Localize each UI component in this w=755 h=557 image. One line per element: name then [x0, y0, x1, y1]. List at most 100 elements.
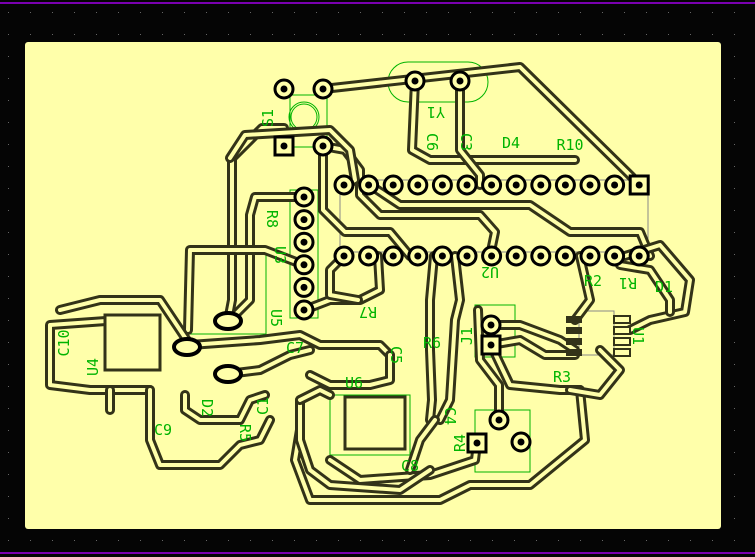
grid-dot — [118, 34, 119, 35]
grid-dot — [184, 34, 185, 35]
drill-hole — [411, 77, 419, 85]
grid-dot — [206, 12, 207, 13]
drill-hole — [365, 252, 373, 260]
grid-dot — [294, 12, 295, 13]
grid-dot — [734, 34, 735, 35]
grid-dot — [668, 540, 669, 541]
grid-dot — [536, 12, 537, 13]
grid-dot — [382, 12, 383, 13]
trace-clearance — [183, 393, 267, 422]
drill-hole — [438, 252, 446, 260]
drill-hole — [487, 321, 495, 329]
grid-dot — [52, 34, 53, 35]
drill-hole — [389, 181, 397, 189]
u5-oval-pad — [213, 311, 243, 331]
grid-dot — [8, 298, 9, 299]
drill-hole — [512, 181, 520, 189]
grid-dot — [404, 540, 405, 541]
grid-dot — [734, 12, 735, 13]
grid-dot — [448, 34, 449, 35]
grid-dot — [492, 34, 493, 35]
grid-dot — [426, 12, 427, 13]
copper-traces — [45, 62, 695, 505]
grid-dot — [8, 320, 9, 321]
grid-dot — [602, 12, 603, 13]
grid-dot — [228, 34, 229, 35]
grid-dot — [734, 56, 735, 57]
grid-dot — [250, 540, 251, 541]
grid-dot — [8, 100, 9, 101]
grid-dot — [734, 254, 735, 255]
grid-dot — [558, 540, 559, 541]
grid-dot — [624, 34, 625, 35]
grid-dot — [8, 430, 9, 431]
component-label-s1: S1 — [259, 109, 277, 127]
component-label-r7: R7 — [359, 303, 377, 321]
grid-dot — [30, 540, 31, 541]
trace-clearance — [148, 388, 272, 467]
component-label-d2: D2 — [198, 399, 216, 417]
grid-dot — [96, 12, 97, 13]
drill-hole — [300, 306, 308, 314]
grid-dot — [338, 540, 339, 541]
grid-dot — [8, 232, 9, 233]
grid-dot — [8, 408, 9, 409]
component-label-r5: R5 — [236, 424, 254, 442]
component-label-u1: U1 — [629, 327, 647, 345]
grid-dot — [74, 34, 75, 35]
trace-clearance — [321, 65, 642, 187]
grid-dot — [734, 474, 735, 475]
trace-clearance — [428, 254, 436, 422]
drill-hole — [340, 252, 348, 260]
grid-dot — [250, 34, 251, 35]
trace-clearance — [186, 248, 306, 332]
grid-dot — [118, 12, 119, 13]
grid-dot — [558, 12, 559, 13]
grid-dot — [8, 210, 9, 211]
grid-dot — [734, 188, 735, 189]
drill-hole — [611, 252, 619, 260]
grid-dot — [360, 34, 361, 35]
grid-dot — [294, 34, 295, 35]
component-label-j1: J1 — [458, 327, 476, 345]
grid-dot — [316, 12, 317, 13]
pcb-board[interactable] — [25, 42, 721, 529]
drill-hole — [488, 252, 496, 260]
trace-clearance — [573, 254, 592, 322]
drill-hole — [586, 252, 594, 260]
u4-tab-pad — [103, 313, 162, 372]
trace-clearance — [410, 79, 577, 162]
drill-hole — [319, 85, 327, 93]
drill-hole — [611, 181, 619, 189]
drill-hole — [487, 341, 495, 349]
pads — [172, 70, 650, 454]
trace-clearance — [438, 254, 462, 422]
grid-dot — [734, 320, 735, 321]
grid-dot — [734, 518, 735, 519]
component-label-u5: U5 — [267, 309, 285, 327]
grid-dot — [184, 12, 185, 13]
grid-dot — [734, 166, 735, 167]
u5-oval-pad — [213, 364, 243, 384]
trace-clearance — [293, 388, 587, 502]
component-label-c1: C1 — [254, 397, 272, 415]
grid-dot — [734, 122, 735, 123]
trace-clearance — [623, 243, 692, 332]
grid-dot — [360, 12, 361, 13]
grid-dot — [206, 34, 207, 35]
grid-dot — [8, 540, 9, 541]
grid-dot — [8, 12, 9, 13]
component-label-u4: U4 — [84, 358, 102, 376]
u1-smd-pad — [566, 316, 582, 323]
component-label-d1: D1 — [655, 278, 673, 296]
component-label-u6: U6 — [345, 374, 363, 392]
component-label-c4: C4 — [441, 407, 459, 425]
grid-dot — [690, 34, 691, 35]
grid-dot — [426, 540, 427, 541]
drill-hole — [300, 283, 308, 291]
grid-dot — [734, 540, 735, 541]
drill-hole — [340, 181, 348, 189]
drill-hole — [463, 252, 471, 260]
